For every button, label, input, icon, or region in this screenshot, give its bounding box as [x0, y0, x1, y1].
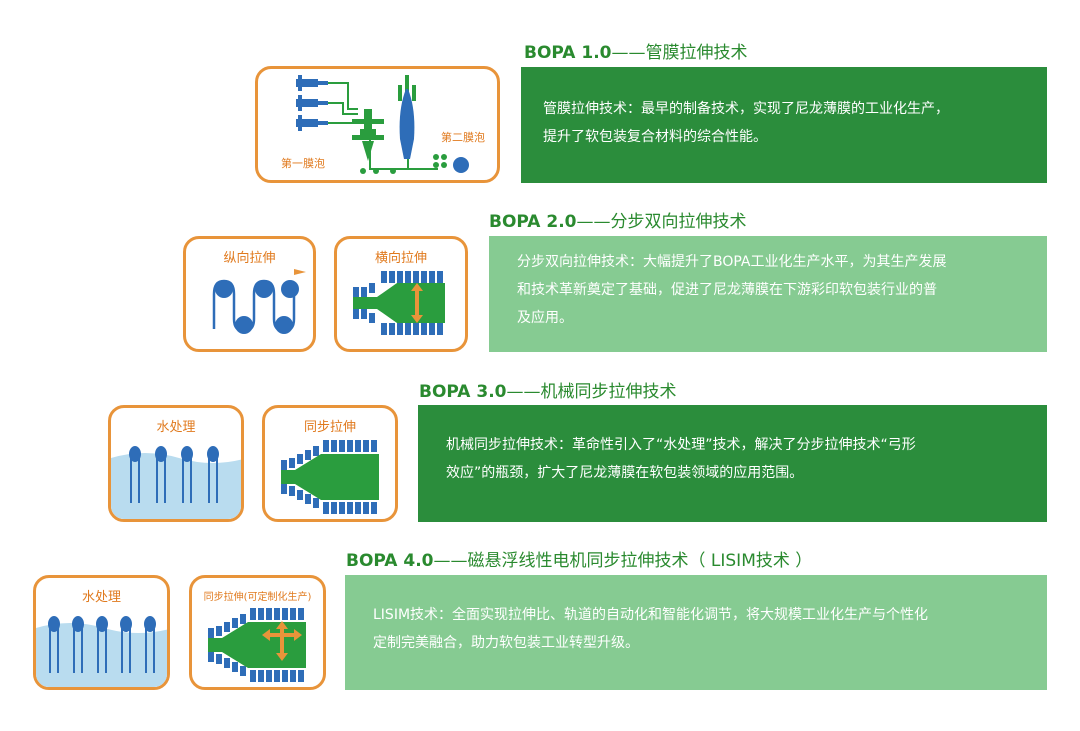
- first-bubble-label: 第一膜泡: [281, 157, 325, 170]
- stage-1-desc-line-2: 提升了软包装复合材料的综合性能。: [543, 129, 767, 145]
- custom-sync-stretch-icon: [208, 608, 306, 682]
- stage-3-desc-line-2: 效应”的瓶颈，扩大了尼龙薄膜在软包装领域的应用范围。: [446, 465, 804, 481]
- stage-4-description: LISIM技术：全面实现拉伸比、轨道的自动化和智能化调节，将大规模工业化生产与个…: [345, 575, 1047, 690]
- roller-stretch-icon: [212, 269, 306, 334]
- stage-2-card-2-label: 横向拉伸: [374, 251, 427, 266]
- stage-4-card-1: 水处理: [33, 575, 170, 690]
- stage-4-title: BOPA 4.0——磁悬浮线性电机同步拉伸技术（ LISIM技术 ）: [346, 546, 812, 571]
- stage-4-card-1-label: 水处理: [81, 590, 121, 605]
- stage-1-version: BOPA 1.0: [524, 43, 612, 63]
- stage-2-card-2: 横向拉伸: [334, 236, 468, 352]
- stage-2-desc-line-3: 及应用。: [517, 310, 573, 326]
- stage-2-name: ——分步双向拉伸技术: [576, 212, 747, 232]
- stage-2-version: BOPA 2.0: [489, 212, 577, 232]
- stage-3-description: 机械同步拉伸技术：革命性引入了“水处理”技术，解决了分步拉伸技术“弓形 效应”的…: [418, 405, 1047, 522]
- stage-4-card-2: 同步拉伸(可定制化生产): [189, 575, 326, 690]
- stage-1-name: ——管膜拉伸技术: [611, 43, 748, 63]
- stage-4-desc-line-1: LISIM技术：全面实现拉伸比、轨道的自动化和智能化调节，将大规模工业化生产与个…: [373, 607, 929, 623]
- stage-2-desc-line-2: 和技术革新奠定了基础，促进了尼龙薄膜在下游彩印软包装行业的普: [517, 282, 937, 298]
- sync-stretch-icon: [281, 440, 379, 514]
- stage-3-card-1-label: 水处理: [156, 420, 196, 435]
- stage-3-card-2-label: 同步拉伸: [303, 420, 356, 435]
- stage-3-version: BOPA 3.0: [419, 382, 507, 402]
- second-bubble-label: 第二膜泡: [441, 131, 485, 144]
- stage-1-description: 管膜拉伸技术：最早的制备技术，实现了尼龙薄膜的工业化生产， 提升了软包装复合材料…: [521, 67, 1047, 183]
- stage-1-title: BOPA 1.0——管膜拉伸技术: [524, 38, 748, 63]
- water-treatment-icon: [111, 446, 241, 519]
- stage-1-card: 第一膜泡 第二膜泡: [255, 66, 500, 183]
- stage-2-desc-line-1: 分步双向拉伸技术：大幅提升了BOPA工业化生产水平，为其生产发展: [517, 254, 947, 270]
- stage-4-card-2-label: 同步拉伸(可定制化生产): [203, 592, 312, 603]
- stage-4-desc-line-2: 定制完美融合，助力软包装工业转型升级。: [373, 635, 639, 651]
- tenter-stretch-icon: [353, 271, 445, 335]
- stage-3-name: ——机械同步拉伸技术: [506, 382, 677, 402]
- water-treatment-icon: [36, 616, 167, 687]
- stage-4-version: BOPA 4.0: [346, 551, 434, 571]
- stage-1-desc-line-1: 管膜拉伸技术：最早的制备技术，实现了尼龙薄膜的工业化生产，: [543, 101, 949, 117]
- stage-2-description: 分步双向拉伸技术：大幅提升了BOPA工业化生产水平，为其生产发展 和技术革新奠定…: [489, 236, 1047, 352]
- stage-3-card-2: 同步拉伸: [262, 405, 398, 522]
- stage-2-title: BOPA 2.0——分步双向拉伸技术: [489, 207, 747, 232]
- stage-2-card-1-label: 纵向拉伸: [223, 251, 276, 266]
- stage-3-desc-line-1: 机械同步拉伸技术：革命性引入了“水处理”技术，解决了分步拉伸技术“弓形: [446, 437, 916, 453]
- stage-3-title: BOPA 3.0——机械同步拉伸技术: [419, 377, 677, 402]
- stage-3-card-1: 水处理: [108, 405, 244, 522]
- stage-2-card-1: 纵向拉伸: [183, 236, 316, 352]
- tubular-film-process-icon: [296, 75, 469, 174]
- stage-4-name: ——磁悬浮线性电机同步拉伸技术（ LISIM技术 ）: [433, 551, 813, 571]
